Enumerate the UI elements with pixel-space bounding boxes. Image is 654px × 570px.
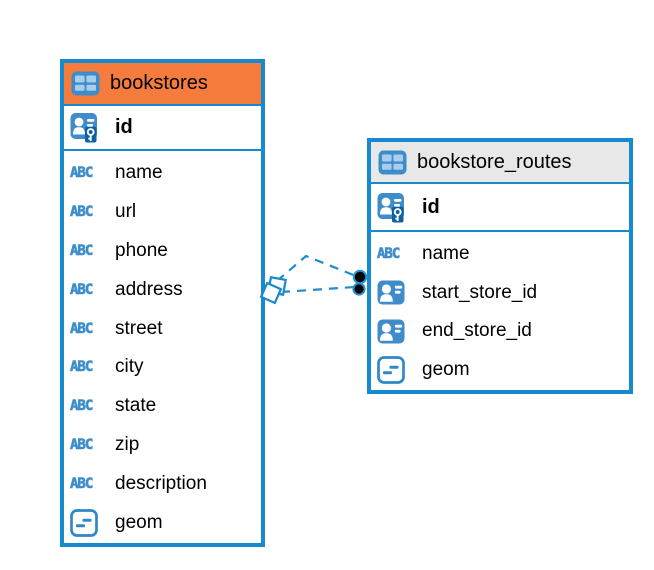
column-name: end_store_id	[422, 320, 532, 342]
relationship-link-lower[interactable]	[280, 285, 356, 294]
column-name: phone	[115, 239, 168, 261]
entity-bookstores-header[interactable]: bookstores	[64, 63, 261, 106]
column-name: description	[115, 472, 207, 494]
text-type-icon: ABC	[70, 242, 94, 259]
entity-bookstore-routes-header[interactable]: bookstore_routes	[371, 142, 629, 184]
text-type-icon: ABC	[70, 436, 94, 453]
column-name: name	[115, 162, 163, 184]
column-list: ABC name start_store_id	[371, 232, 629, 389]
type-icon-box: ABC	[70, 436, 107, 453]
column-name: id	[115, 116, 133, 138]
column-name: city	[115, 356, 144, 378]
type-icon-box: ABC	[70, 475, 107, 492]
entity-bookstore-routes[interactable]: bookstore_routes id ABC	[367, 138, 633, 394]
text-type-icon: ABC	[70, 398, 94, 415]
geometry-type-icon	[377, 355, 405, 384]
column-list: ABC name ABC url ABC phone ABC address A…	[64, 151, 261, 542]
text-type-icon: ABC	[70, 165, 94, 182]
column-name: street	[115, 317, 163, 339]
type-icon-box	[70, 508, 107, 537]
column-name: address	[115, 278, 183, 300]
column-name: start_store_id	[422, 281, 538, 303]
column-name: name	[422, 243, 470, 265]
column-name: geom	[115, 511, 163, 533]
text-type-icon: ABC	[70, 359, 94, 376]
type-icon-box	[377, 319, 414, 344]
geometry-type-icon	[70, 508, 98, 537]
column-row-description[interactable]: ABC description	[64, 464, 261, 503]
column-row-id[interactable]: id	[371, 184, 629, 232]
column-row-url[interactable]: ABC url	[64, 193, 261, 232]
relationship-link-upper[interactable]	[276, 254, 357, 282]
reference-type-icon	[377, 280, 405, 305]
column-row-id[interactable]: id	[64, 106, 261, 151]
column-row-city[interactable]: ABC city	[64, 348, 261, 387]
type-icon-box: ABC	[70, 320, 107, 337]
column-row-state[interactable]: ABC state	[64, 387, 261, 426]
entity-title: bookstore_routes	[417, 150, 572, 173]
type-icon-box	[377, 280, 414, 305]
type-icon-box: ABC	[70, 204, 107, 221]
text-type-icon: ABC	[70, 320, 94, 337]
column-row-street[interactable]: ABC street	[64, 309, 261, 348]
type-icon-box: ABC	[70, 165, 107, 182]
column-row-geom[interactable]: geom	[371, 351, 629, 390]
column-row-name[interactable]: ABC name	[371, 235, 629, 274]
type-icon-box: ABC	[377, 246, 414, 263]
column-name: url	[115, 201, 137, 223]
column-row-name[interactable]: ABC name	[64, 154, 261, 193]
type-icon-box	[377, 355, 414, 384]
primary-key-icon	[70, 113, 97, 143]
type-icon-box: ABC	[70, 398, 107, 415]
column-row-start-store-id[interactable]: start_store_id	[371, 274, 629, 313]
column-name: geom	[422, 358, 470, 380]
column-row-geom[interactable]: geom	[64, 503, 261, 542]
table-icon-box	[71, 71, 101, 96]
text-type-icon: ABC	[377, 246, 401, 263]
text-type-icon: ABC	[70, 204, 94, 221]
reference-type-icon	[377, 319, 405, 344]
type-icon-box	[377, 192, 414, 223]
type-icon-box	[70, 112, 107, 143]
column-row-address[interactable]: ABC address	[64, 270, 261, 309]
relationship-target-dot-marker[interactable]	[352, 269, 368, 296]
table-icon	[71, 71, 100, 96]
column-row-zip[interactable]: ABC zip	[64, 426, 261, 465]
type-icon-box: ABC	[70, 359, 107, 376]
column-name: zip	[115, 433, 140, 455]
primary-key-icon	[377, 192, 404, 222]
table-icon	[378, 150, 407, 174]
entity-title: bookstores	[110, 72, 208, 94]
table-icon-box	[378, 150, 408, 175]
entity-bookstores[interactable]: bookstores id ABC	[60, 59, 265, 547]
text-type-icon: ABC	[70, 281, 94, 298]
column-name: state	[115, 395, 157, 417]
type-icon-box: ABC	[70, 281, 107, 298]
text-type-icon: ABC	[70, 475, 94, 492]
column-row-end-store-id[interactable]: end_store_id	[371, 312, 629, 351]
column-name: id	[422, 195, 440, 218]
column-row-phone[interactable]: ABC phone	[64, 232, 261, 271]
type-icon-box: ABC	[70, 242, 107, 259]
